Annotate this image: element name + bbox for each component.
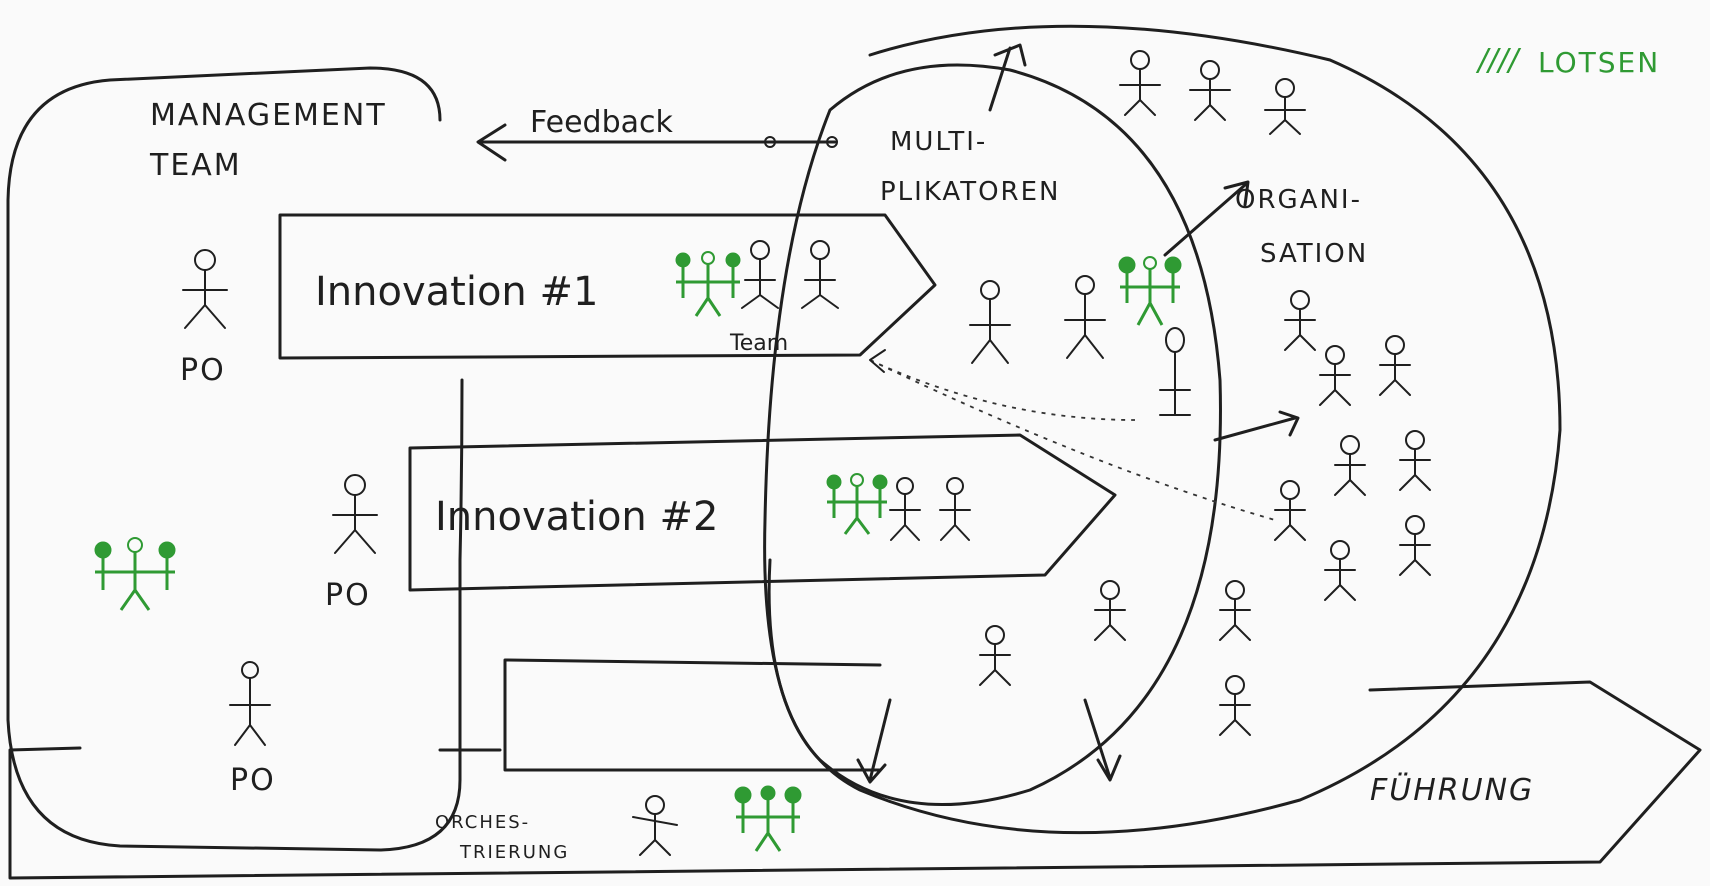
person-icon [1319, 345, 1351, 406]
lotsen-icon [1118, 256, 1182, 326]
person-icon [332, 474, 378, 554]
lotsen-icon [826, 473, 888, 535]
person-icon [1324, 540, 1356, 601]
person-icon [1274, 480, 1306, 541]
lotsen-icon [675, 251, 741, 317]
lotsen-groups [94, 251, 1182, 852]
person-icon [1219, 580, 1251, 641]
dashed-feedback-line-1 [869, 359, 1136, 421]
person-icon [741, 240, 779, 309]
person-icon [229, 661, 271, 746]
person-icon [1064, 275, 1106, 359]
arrow-right-middle [1213, 410, 1300, 442]
fuehrung-arrow: FÜHRUNG [8, 680, 1702, 880]
arrow-down-1 [856, 698, 892, 784]
po-label-2: PO [325, 578, 371, 613]
person-icon [969, 280, 1011, 364]
feedback-arrow: Feedback [476, 105, 838, 162]
person-icon [939, 477, 971, 541]
curved-arrow-top [988, 43, 1027, 112]
management-team-label-2: TEAM [149, 148, 242, 183]
legend: //// LOTSEN [1475, 43, 1660, 79]
arrow-to-organisation [1163, 180, 1250, 257]
innovation-2-arrow: Innovation #2 [408, 433, 1117, 592]
person-icon [889, 477, 921, 541]
multiplikatoren-label-2: PLIKATOREN [880, 177, 1060, 207]
innovation-1-label: Innovation #1 [315, 269, 598, 315]
legend-marks: //// [1475, 43, 1521, 78]
lotsen-icon [734, 785, 802, 852]
innovation-2-label: Innovation #2 [435, 494, 718, 540]
legend-label: LOTSEN [1538, 46, 1660, 79]
person-icon [1119, 50, 1161, 116]
management-team-label-1: MANAGEMENT [150, 98, 387, 133]
organisation-label-1: ORGANI- [1235, 185, 1362, 215]
organisation-ellipse [767, 24, 1562, 835]
lotsen-icon [94, 537, 176, 611]
person-icon [1159, 327, 1191, 416]
person-icon [1334, 435, 1366, 496]
fuehrung-label: FÜHRUNG [1370, 772, 1534, 808]
arrow-down-2 [1083, 698, 1122, 782]
person-icon [1399, 515, 1431, 576]
stick-figures [182, 50, 1431, 856]
person-icon [1219, 675, 1251, 736]
multiplikatoren-label-1: MULTI- [890, 127, 987, 157]
person-icon [1379, 335, 1411, 396]
orchestrierung-label-2: TRIERUNG [459, 842, 569, 863]
organisation-label-2: SATION [1260, 239, 1368, 269]
innovation-1-arrow: Innovation #1 Team [278, 213, 937, 360]
person-icon [979, 625, 1011, 686]
team-label: Team [729, 331, 788, 356]
person-icon [1284, 290, 1316, 351]
management-team-container: MANAGEMENT TEAM [6, 66, 464, 852]
person-icon [632, 795, 678, 856]
person-icon [801, 240, 839, 309]
person-icon [182, 249, 228, 329]
person-icon [1189, 60, 1231, 121]
person-icon [1094, 580, 1126, 641]
feedback-label: Feedback [530, 105, 673, 140]
person-icon [1264, 78, 1306, 135]
innovation-3-arrow [503, 658, 882, 772]
po-label-1: PO [180, 353, 226, 388]
po-label-3: PO [230, 763, 276, 798]
orchestrierung-label-1: ORCHES- [435, 812, 530, 833]
multiplikatoren-ellipse [763, 63, 1222, 807]
person-icon [1399, 430, 1431, 491]
